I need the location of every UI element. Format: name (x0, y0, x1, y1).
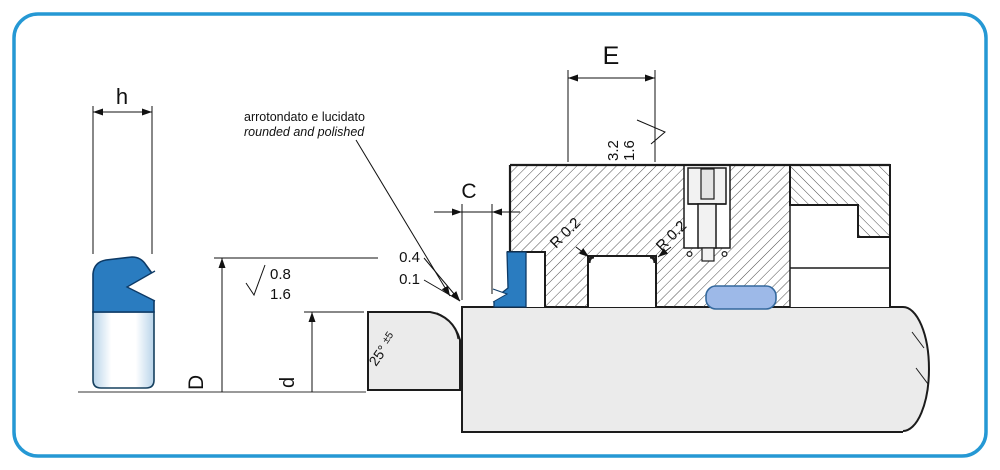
e-label: E (603, 42, 620, 70)
note-italian: arrotondato e lucidato (244, 110, 365, 124)
surface-finish-top-value: 3.2 (605, 140, 622, 161)
thread-relief-right (721, 251, 728, 258)
d-major-label: D (185, 375, 208, 390)
thread-relief-left (686, 251, 693, 258)
screw-shank (697, 203, 717, 249)
surface-finish-left-value: 0.8 (270, 266, 291, 283)
assembly-view (78, 163, 930, 433)
seal-profile-lip (92, 256, 155, 313)
screw-tip (701, 247, 715, 262)
wiper-seal-lip-notch (492, 288, 509, 303)
c-label: C (461, 180, 476, 203)
surface-finish-left-value2: 1.6 (270, 286, 291, 303)
note-english: rounded and polished (244, 125, 365, 139)
rod-end-shading (911, 331, 929, 385)
h-label: h (116, 84, 128, 109)
seal-profile-notch (125, 270, 156, 302)
surface-finish-top-value2: 1.6 (621, 140, 638, 161)
note-leader (355, 139, 451, 297)
tolerance-leader-upper (423, 257, 461, 302)
groove-radius-right (649, 255, 657, 264)
radius-right-leader (657, 246, 672, 258)
rod-end-ellipse (902, 306, 930, 432)
surface-finish-left-symbol (245, 264, 266, 297)
d-minor-label: d (277, 377, 299, 388)
tolerance-lower: 0.1 (399, 271, 420, 288)
tolerance-upper: 0.4 (399, 249, 420, 266)
counterbore-outline (683, 166, 731, 249)
groove-radius-left (587, 255, 595, 264)
guide-ring (705, 285, 777, 310)
seal-profile-view (92, 256, 156, 389)
cap-screw (686, 167, 728, 262)
seal-profile-body (92, 311, 155, 389)
radius-left-leader (575, 246, 590, 258)
center-groove (588, 256, 656, 307)
rod-tip-round-band (436, 312, 459, 340)
surface-finish-top-symbol (636, 119, 666, 145)
center-groove-outline (587, 255, 657, 307)
rod-body (462, 307, 903, 432)
screw-socket (700, 168, 715, 200)
